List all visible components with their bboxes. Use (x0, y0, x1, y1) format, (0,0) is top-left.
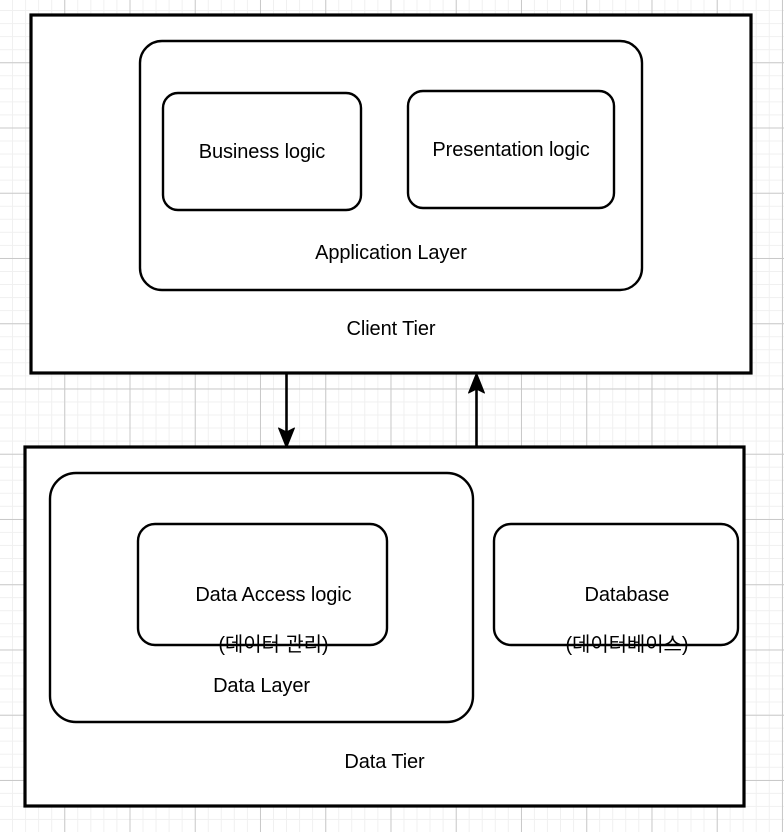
client-tier-label: Client Tier (346, 318, 436, 340)
presentation-logic-box[interactable] (406, 89, 616, 210)
database-label: Database (데이터베이스) (494, 558, 738, 683)
connector-client-to-data-arrowhead (278, 427, 295, 449)
data-access-logic-label: Data Access logic (데이터 관리) (138, 558, 387, 683)
data-access-logic-label-line1: Data Access logic (195, 584, 352, 606)
data-tier-label: Data Tier (344, 751, 425, 773)
data-access-logic-label-line2: (데이터 관리) (218, 634, 329, 656)
presentation-logic-label: Presentation logic (432, 139, 590, 161)
business-logic-box[interactable] (161, 91, 363, 212)
connector-data-to-client[interactable] (468, 372, 485, 448)
data-access-logic-box[interactable] (136, 522, 389, 647)
connector-data-to-client-arrowhead (468, 372, 485, 394)
database-box[interactable] (492, 522, 740, 647)
database-label-line2: (데이터베이스) (565, 634, 689, 656)
business-logic-label: Business logic (198, 141, 326, 163)
database-label-line1: Database (584, 584, 670, 606)
data-layer-label: Data Layer (213, 675, 310, 697)
application-layer-label: Application Layer (315, 242, 467, 264)
connector-client-to-data[interactable] (278, 373, 295, 449)
